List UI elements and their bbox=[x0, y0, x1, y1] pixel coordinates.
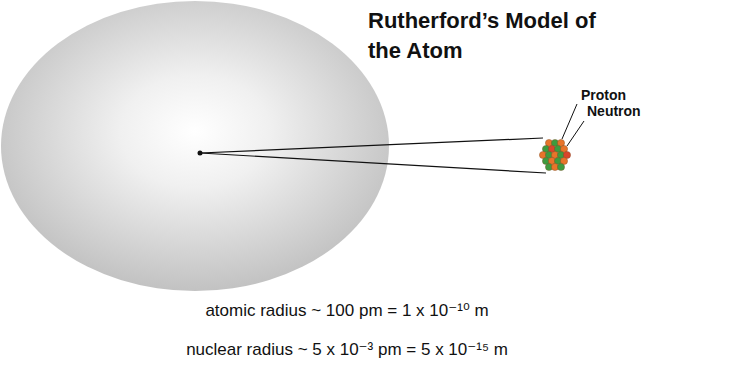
dimension-note: atomic radius ~ 100 pm = 1 x 10⁻¹⁰ m bbox=[60, 300, 634, 321]
leader-line bbox=[567, 121, 584, 146]
electron-cloud bbox=[1, 1, 389, 291]
dimension-note: nuclear radius ~ 5 x 10⁻³ pm = 5 x 10⁻¹⁵… bbox=[60, 339, 634, 360]
nucleus-dot bbox=[198, 151, 203, 156]
zoom-line bbox=[200, 153, 546, 173]
part-label: Neutron bbox=[587, 103, 641, 121]
diagram-title: Rutherford’s Model of the Atom bbox=[368, 6, 618, 66]
zoom-line bbox=[200, 138, 543, 153]
nucleus bbox=[539, 139, 570, 170]
part-label: Proton bbox=[581, 87, 626, 105]
